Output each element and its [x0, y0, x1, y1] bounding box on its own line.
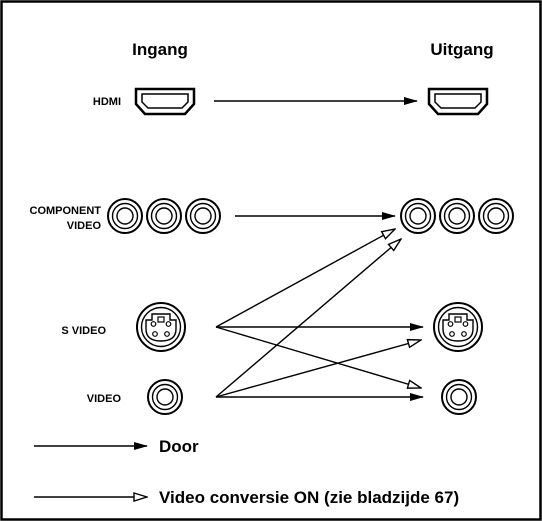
component-input-jacks	[107, 198, 221, 234]
input-header: Ingang	[132, 40, 188, 59]
hdmi-output-connector	[427, 87, 489, 116]
component-output-jack	[478, 198, 514, 234]
component-output-jack	[400, 198, 436, 234]
svideo-input-connector	[136, 302, 186, 352]
component-input-jack	[185, 198, 221, 234]
component-output-jacks	[400, 198, 514, 234]
legend-pass-through-label: Door	[159, 437, 199, 456]
hdmi-input-connector	[134, 87, 196, 116]
video-to-component-arrow	[215, 239, 401, 398]
component-label-line2: VIDEO	[67, 220, 102, 232]
svideo-to-video-arrow	[215, 326, 421, 388]
video-input-jack	[147, 379, 183, 415]
svideo-label: S VIDEO	[61, 325, 106, 337]
video-output-jack	[441, 379, 477, 415]
component-input-jack	[107, 198, 143, 234]
component-output-jack	[439, 198, 475, 234]
output-header: Uitgang	[430, 40, 493, 59]
video-label: VIDEO	[87, 393, 122, 405]
legend-conversion-label: Video conversie ON (zie bladzijde 67)	[159, 488, 459, 507]
component-input-jack	[146, 198, 182, 234]
svideo-to-component-arrow	[215, 229, 395, 328]
svideo-output-connector	[433, 302, 483, 352]
component-label-line1: COMPONENT	[30, 205, 102, 217]
video-to-svideo-arrow	[215, 340, 421, 398]
hdmi-label: HDMI	[93, 96, 121, 108]
